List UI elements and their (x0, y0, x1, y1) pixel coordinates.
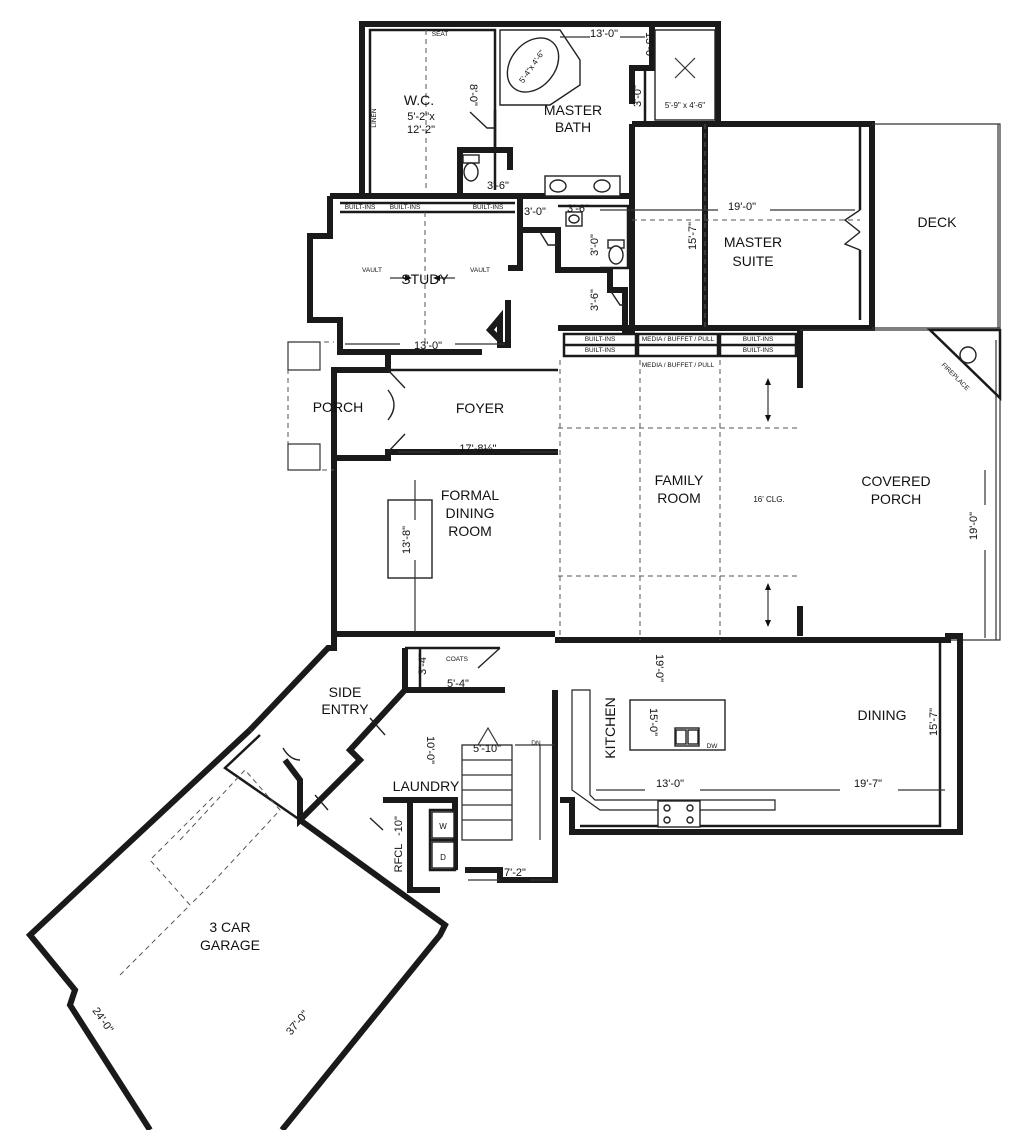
dim-suite-depth: 15'-7" (687, 222, 699, 250)
dim-dining-depth: 13'-8" (401, 526, 413, 554)
label-vault-left: VAULT (362, 267, 382, 274)
dim-hall-3-6: 3'-6" (567, 203, 589, 215)
label-formal-dining-2: DINING (446, 505, 495, 521)
label-washer: W (439, 822, 447, 831)
label-builtins-3: BUILT-INS (473, 204, 504, 211)
label-covered-porch-2: PORCH (871, 491, 922, 507)
dryer (431, 841, 455, 869)
label-wc: W.C. (404, 92, 434, 108)
label-media-2: MEDIA / BUFFET / PULL (642, 362, 715, 369)
toilet-wc (462, 154, 480, 182)
ceiling-guides (424, 30, 860, 640)
label-builtins-5: BUILT-INS (585, 347, 616, 354)
washer (431, 811, 455, 839)
label-master-bath-2: BATH (555, 119, 591, 135)
label-formal-dining-3: ROOM (448, 523, 492, 539)
label-master-suite-2: SUITE (732, 253, 773, 269)
exterior-walls (25, 21, 1002, 1130)
label-foyer: FOYER (456, 400, 504, 416)
label-deck: DECK (918, 214, 958, 230)
label-study: STUDY (401, 271, 449, 287)
dim-stair-5-10: 5'-10" (473, 743, 501, 755)
label-formal-dining-1: FORMAL (441, 487, 500, 503)
label-laundry: LAUNDRY (393, 778, 460, 794)
dim-coats-3-4: 3'-4" (417, 653, 429, 675)
fixtures (387, 29, 977, 869)
stairs (461, 726, 555, 841)
dim-kitchen-13: 13'-0" (656, 778, 684, 790)
label-garage-1: 3 CAR (209, 919, 250, 935)
label-coats: COATS (446, 656, 469, 663)
dim-wic-3-0: 3'-0" (589, 234, 601, 256)
dim-coats-5-4: 5'-4" (447, 678, 469, 690)
kitchen-counter (571, 689, 776, 828)
dining-table (387, 499, 433, 579)
label-builtins-7: BUILT-INS (743, 347, 774, 354)
dim-foyer-width: 17'-8½" (459, 443, 496, 455)
label-wc-size-1: 5'-2"x (407, 111, 435, 123)
dim-hall-3-6b: 3'-6" (589, 289, 601, 311)
label-dining: DINING (858, 707, 907, 723)
dim-bath-top: 13'-0" (590, 28, 618, 40)
label-side-entry-2: ENTRY (321, 701, 369, 717)
shower (654, 29, 716, 121)
label-master-bath-1: MASTER (544, 102, 602, 118)
bathtub (499, 29, 581, 106)
label-dishwasher: DW (707, 743, 719, 750)
dim-kitchen-15: 15'-0" (647, 708, 659, 736)
label-porch: PORCH (313, 399, 364, 415)
label-family-room-1: FAMILY (655, 472, 704, 488)
dim-kitchen-19: 19'-0" (653, 654, 665, 682)
label-garage-2: GARAGE (200, 937, 260, 953)
dim-rfcl-10: -10" (393, 816, 405, 836)
label-builtins-1: BUILT-INS (345, 204, 376, 211)
dim-dining-19-7: 19'-7" (854, 778, 882, 790)
built-in-labels: BUILT-INS BUILT-INS BUILT-INS BUILT-INS … (345, 204, 774, 369)
dim-wc-8: 8'-0" (467, 84, 479, 106)
dim-rfcl: RFCL (393, 844, 405, 873)
dim-study-width: 13'-0" (414, 340, 442, 352)
label-wc-size-2: 12'-2" (407, 124, 435, 136)
vault-arrows (390, 275, 771, 627)
label-builtins-4: BUILT-INS (585, 336, 616, 343)
label-kitchen: KITCHEN (602, 697, 618, 758)
label-seat: SEAT (432, 31, 449, 38)
label-builtins-2: BUILT-INS (390, 204, 421, 211)
label-vault-right: VAULT (470, 267, 490, 274)
label-shower-size: 5'-9" x 4'-6" (665, 101, 705, 110)
vanity-sinks (544, 175, 621, 197)
label-covered-porch-1: COVERED (861, 473, 930, 489)
dim-stair-7-2: 7'-2" (504, 867, 526, 879)
label-family-room-2: ROOM (657, 490, 701, 506)
label-linen: LINEN (371, 108, 378, 127)
dim-laundry-10: 10'-0" (424, 736, 436, 764)
dim-bath-side: 13'-0" (643, 32, 655, 60)
doors (282, 111, 861, 831)
dim-porch-depth: 19'-0" (968, 512, 980, 540)
room-labels: W.C. 5'-2"x 12'-2" LINEN SEAT MASTER BAT… (200, 31, 971, 953)
toilet-hall (607, 239, 625, 265)
kitchen-island (629, 699, 726, 751)
dim-toilet-3-6: 3'-6" (487, 180, 509, 192)
label-dryer: D (440, 853, 446, 862)
dim-garage-24: 24'-0" (90, 1005, 116, 1035)
dimension-labels: 13'-0" 13'-0" 8'-0" 3'-0" 3'-6" 3'-0" 3'… (90, 28, 980, 1038)
fireplace-hearth (959, 346, 977, 364)
label-side-entry-1: SIDE (329, 684, 362, 700)
dim-closet-3-0: 3'-0" (632, 85, 644, 107)
dim-hall-3-0: 3'-0" (524, 206, 546, 218)
label-media-1: MEDIA / BUFFET / PULL (642, 336, 715, 343)
dim-suite-width: 19'-0" (728, 201, 756, 213)
label-ceiling: 16' CLG. (753, 495, 784, 504)
label-stair-dn: DN (531, 740, 541, 747)
label-builtins-6: BUILT-INS (743, 336, 774, 343)
hall-sink (565, 211, 583, 227)
dimension-lines (345, 36, 986, 881)
dim-dining-15-7: 15'-7" (928, 708, 940, 736)
label-master-suite-1: MASTER (724, 234, 782, 250)
dim-garage-37: 37'-0" (284, 1008, 311, 1037)
